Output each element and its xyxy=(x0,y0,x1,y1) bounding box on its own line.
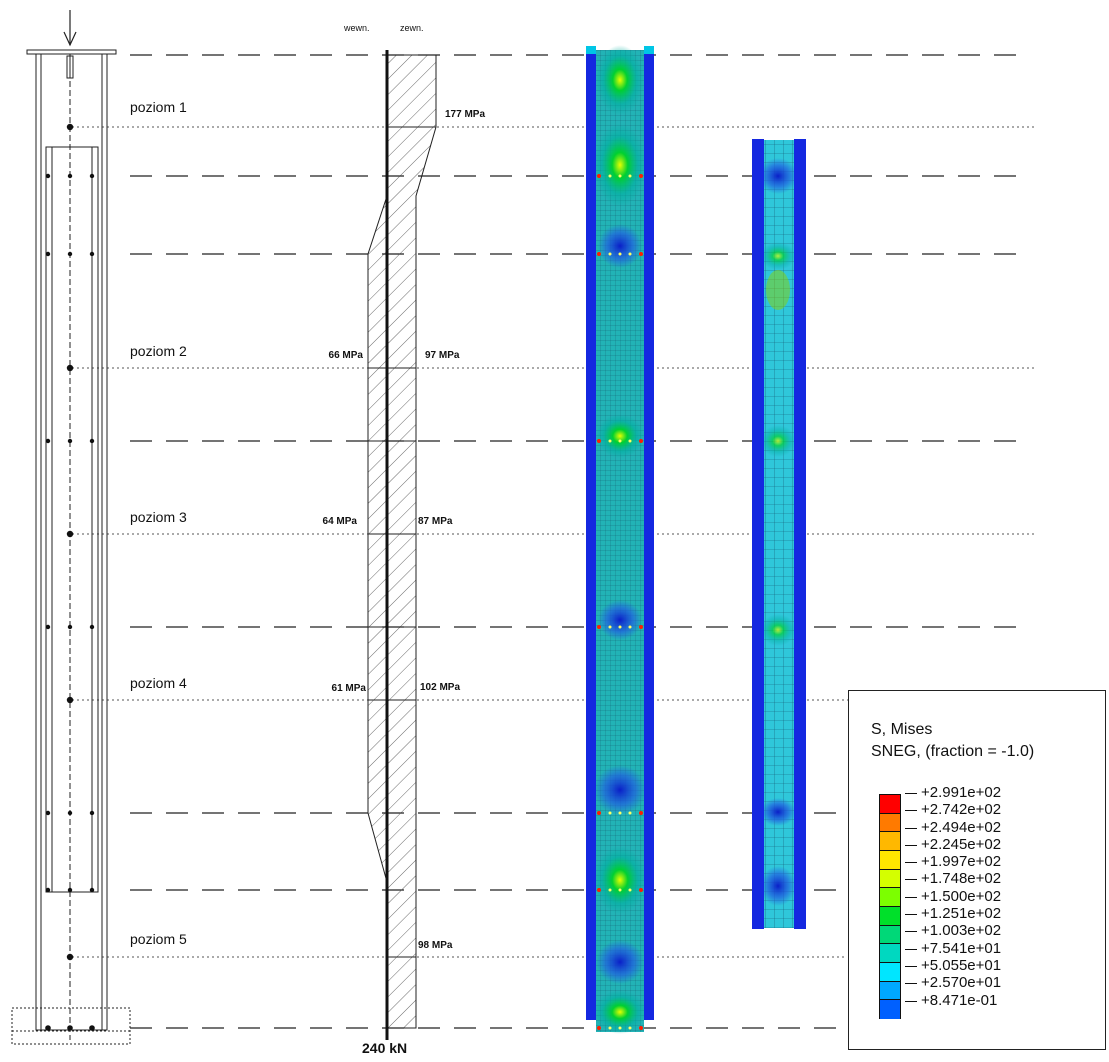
dotted-level-lines xyxy=(72,126,1035,958)
inner-stress-2: 66 MPa xyxy=(329,350,364,361)
level-label-4: poziom 4 xyxy=(130,675,187,691)
legend-swatch xyxy=(880,962,900,982)
legend-swatch xyxy=(880,869,900,889)
legend-value: +1.997e+02 xyxy=(905,853,1001,870)
legend-value: +5.055e+01 xyxy=(905,957,1001,974)
outer-stress-1: 177 MPa xyxy=(445,109,485,120)
level-label-3: poziom 3 xyxy=(130,509,187,525)
outer-stress-5: 98 MPa xyxy=(418,940,453,951)
legend-swatch xyxy=(880,1000,900,1019)
column-bolts xyxy=(45,123,95,1031)
level-label-1: poziom 1 xyxy=(130,99,187,115)
legend-swatch xyxy=(880,850,900,870)
fem-contour-full-column xyxy=(586,45,654,1034)
legend-swatch xyxy=(880,906,900,926)
legend-value: +1.500e+02 xyxy=(905,888,1001,905)
legend-swatch xyxy=(880,832,900,851)
legend-value: +1.003e+02 xyxy=(905,922,1001,939)
legend-value: +2.245e+02 xyxy=(905,836,1001,853)
legend-value: +8.471e-01 xyxy=(905,992,1001,1009)
stress-distribution xyxy=(367,50,437,1040)
legend-swatch xyxy=(880,925,900,945)
legend-swatch xyxy=(880,813,900,833)
legend-swatch xyxy=(880,795,900,814)
legend-value: +1.251e+02 xyxy=(905,905,1001,922)
outer-header: zewn. xyxy=(400,23,424,33)
inner-stress-4: 61 MPa xyxy=(332,683,367,694)
outer-stress-3: 87 MPa xyxy=(418,516,453,527)
contour-legend: S, Mises SNEG, (fraction = -1.0) +2.991e… xyxy=(848,690,1106,1050)
outer-stress-4: 102 MPa xyxy=(420,682,460,693)
legend-subtitle: SNEG, (fraction = -1.0) xyxy=(871,743,1035,760)
legend-value: +2.991e+02 xyxy=(905,784,1001,801)
legend-swatch xyxy=(880,981,900,1001)
level-label-5: poziom 5 xyxy=(130,931,187,947)
load-label: 240 kN xyxy=(362,1040,407,1056)
legend-title: S, Mises xyxy=(871,721,933,738)
legend-value: +2.494e+02 xyxy=(905,819,1001,836)
legend-swatch xyxy=(880,944,900,963)
outer-stress-2: 97 MPa xyxy=(425,350,460,361)
legend-value: +2.742e+02 xyxy=(905,801,1001,818)
legend-value: +1.748e+02 xyxy=(905,870,1001,887)
fem-contour-short-segment xyxy=(752,139,806,929)
legend-value: +7.541e+01 xyxy=(905,940,1001,957)
legend-value: +2.570e+01 xyxy=(905,974,1001,991)
inner-header: wewn. xyxy=(343,23,370,33)
legend-swatch xyxy=(880,888,900,907)
inner-stress-3: 64 MPa xyxy=(323,516,358,527)
legend-values: +2.991e+02+2.742e+02+2.494e+02+2.245e+02… xyxy=(905,784,1001,1009)
level-label-2: poziom 2 xyxy=(130,343,187,359)
legend-color-bar xyxy=(879,794,901,1019)
dashed-reference-lines xyxy=(130,54,1030,1029)
